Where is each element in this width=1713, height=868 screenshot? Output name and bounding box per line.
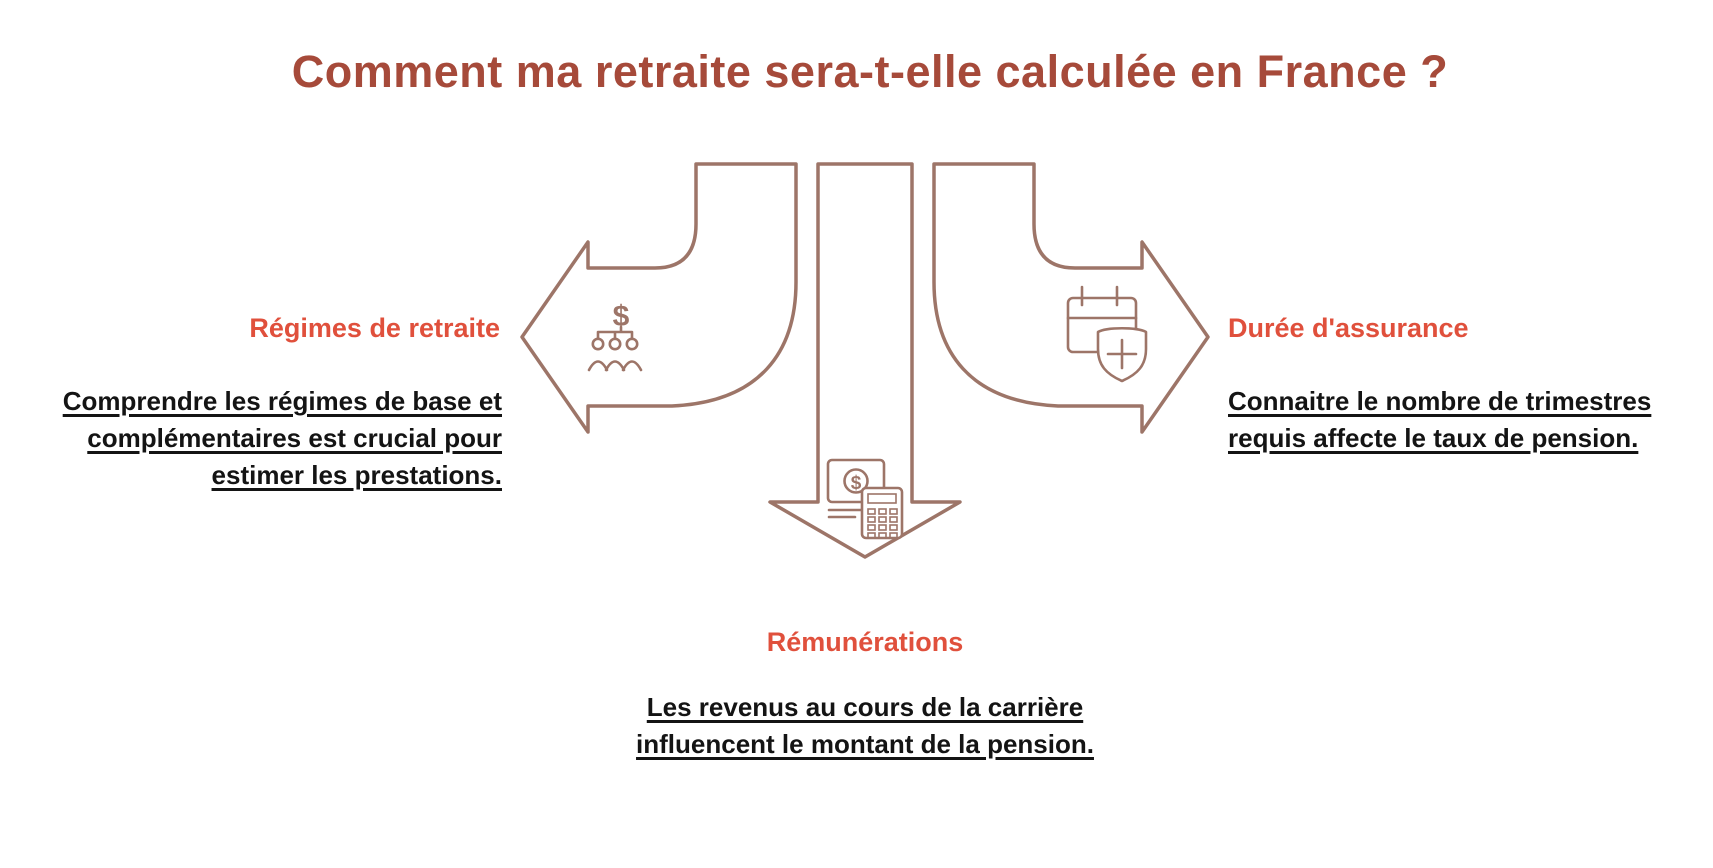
left-curved-arrow xyxy=(520,162,798,434)
description-line: Comprendre les régimes de base et xyxy=(62,386,502,416)
calculator-keys xyxy=(867,508,898,539)
description-line: complémentaires est crucial pour xyxy=(87,423,502,453)
page-title: Comment ma retraite sera-t-elle calculée… xyxy=(291,46,1449,97)
right-section-description: Connaitre le nombre de trimestres requis… xyxy=(1228,383,1713,457)
description-line: estimer les prestations. xyxy=(211,460,502,490)
calendar-shield-plus-icon xyxy=(1066,285,1148,383)
left-section-heading: Régimes de retraite xyxy=(249,313,500,343)
left-section-description: Comprendre les régimes de base et complé… xyxy=(0,383,502,494)
dollar-glyph: $ xyxy=(613,300,630,333)
description-line: Connaitre le nombre de trimestres xyxy=(1228,386,1652,416)
bottom-section-heading: Rémunérations xyxy=(766,627,964,657)
down-arrow xyxy=(768,162,962,559)
description-line: influencent le montant de la pension. xyxy=(636,729,1094,759)
description-line: requis affecte le taux de pension. xyxy=(1228,423,1639,453)
dollar-glyph: $ xyxy=(851,473,862,494)
right-curved-arrow xyxy=(932,162,1210,434)
right-section-heading: Durée d'assurance xyxy=(1228,313,1469,343)
bottom-section-description: Les revenus au cours de la carrière infl… xyxy=(565,689,1165,763)
arrow-shapes xyxy=(520,162,1210,559)
banknote-calculator-icon: $ xyxy=(826,458,904,540)
description-line: Les revenus au cours de la carrière xyxy=(646,692,1084,722)
arrows-graphic: $ $ xyxy=(520,162,1210,559)
hierarchy-dollar-icon: $ xyxy=(587,300,643,372)
